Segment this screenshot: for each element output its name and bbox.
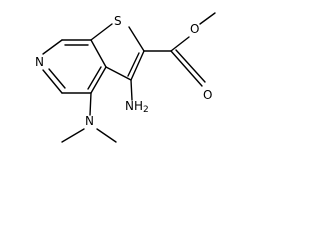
amino-subscript: 2	[143, 105, 149, 115]
bond-c3a-c4-2	[87, 66, 102, 90]
bond-c7a-s	[90, 23, 113, 41]
bond-n-methyl-right	[96, 128, 117, 143]
bond-s-c2	[128, 26, 145, 52]
bond-c4-nme2	[89, 92, 92, 116]
structure-canvas: N S O O NH2 N	[35, 12, 216, 143]
atom-labels: N S O O NH2 N	[35, 14, 212, 128]
molecule-diagram: N S O O NH2 N	[35, 12, 216, 143]
bond-c2-c3	[130, 50, 145, 81]
atom-amine-n: N	[85, 114, 94, 128]
bond-c-ester-o-double-2	[175, 49, 206, 83]
bond-n-c-top	[42, 39, 63, 55]
bond-c3-nh2	[130, 79, 133, 101]
atom-thiophene-s: S	[114, 14, 122, 28]
bond-n-methyl-left	[61, 128, 85, 143]
bond-o-methyl	[199, 12, 216, 25]
bond-c2-c3-2	[127, 52, 140, 77]
amino-label: NH	[125, 99, 143, 113]
bond-c5-n	[42, 69, 63, 94]
bonds	[42, 12, 216, 143]
atom-amino-group: NH2	[125, 99, 149, 115]
bond-c5-n-2	[48, 68, 66, 89]
bond-c3-c3a	[105, 66, 132, 81]
bond-c-ester-o-double	[170, 50, 203, 87]
bond-c3a-c4	[90, 66, 107, 94]
bond-c7a-c3a	[90, 39, 107, 68]
atom-carbonyl-o: O	[203, 88, 212, 102]
atom-ester-o: O	[190, 22, 199, 36]
atom-pyridine-n: N	[35, 55, 44, 69]
bond-c-ester-o-single	[170, 36, 190, 52]
